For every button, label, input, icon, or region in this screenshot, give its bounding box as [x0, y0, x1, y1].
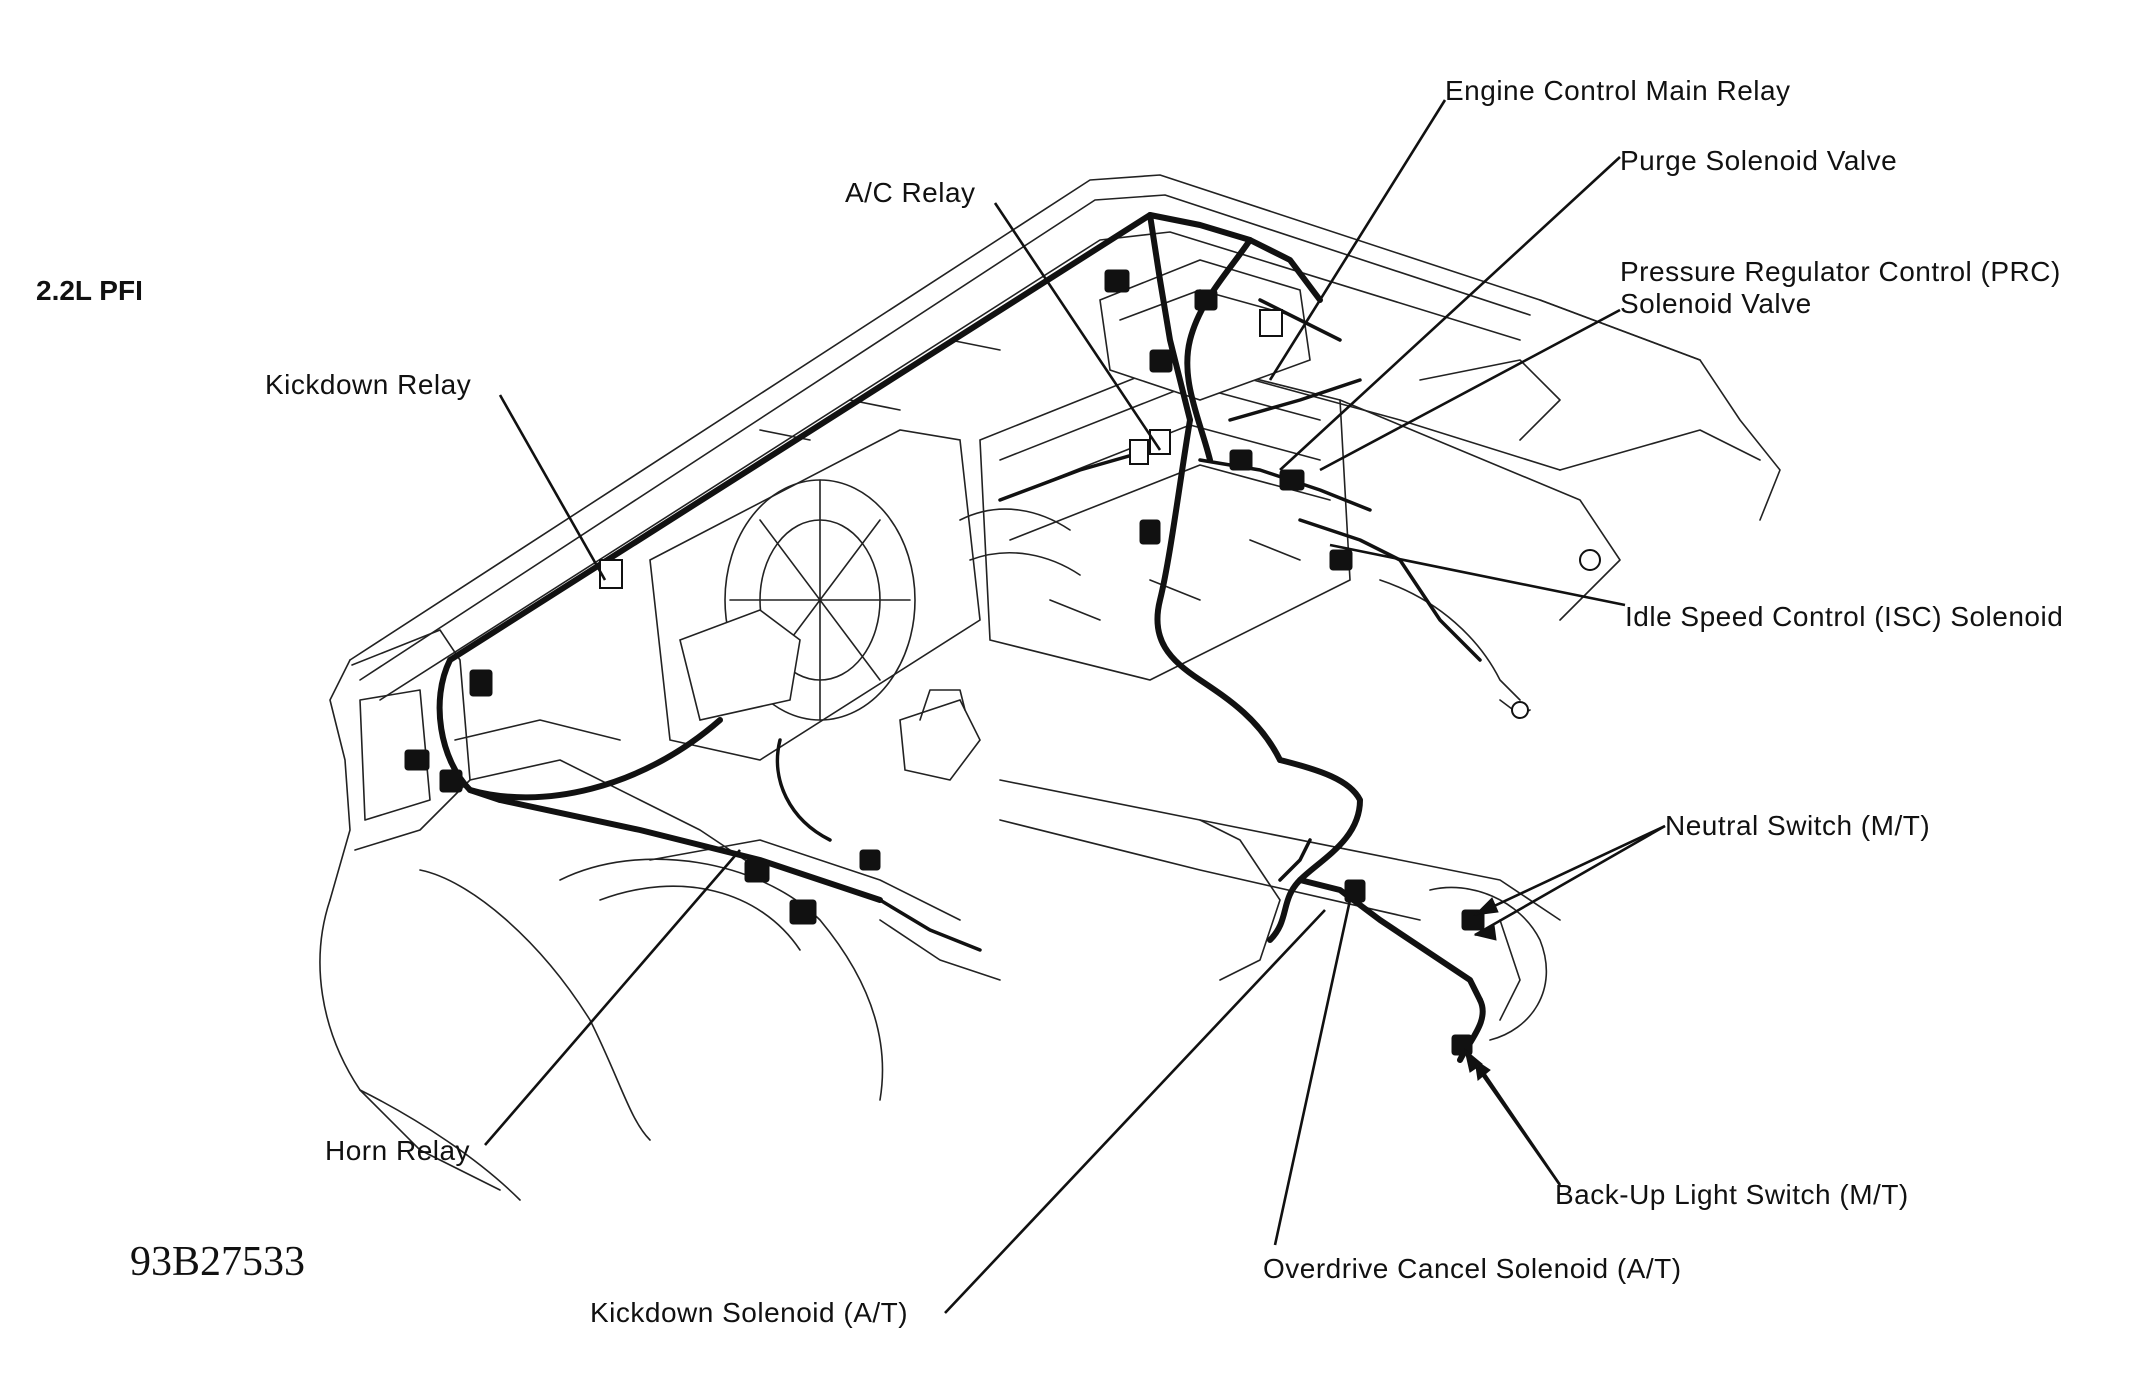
leader-engine-control-main-relay	[1268, 99, 1447, 381]
label-horn-relay: Horn Relay	[325, 1135, 470, 1166]
label-purge-solenoid-valve: Purge Solenoid Valve	[1620, 145, 1897, 176]
vehicle-body-drawing	[319, 174, 1781, 1201]
leader-neutral-switch-a	[1474, 824, 1666, 917]
leader-kickdown-relay	[498, 394, 607, 581]
label-overdrive-cancel-solenoid: Overdrive Cancel Solenoid (A/T)	[1263, 1253, 1682, 1284]
label-neutral-switch: Neutral Switch (M/T)	[1665, 810, 1930, 841]
leader-backup-light-switch-b	[1473, 1059, 1562, 1186]
diagram-title: 2.2L PFI	[36, 275, 143, 306]
label-prc-line2: Solenoid Valve	[1620, 288, 1812, 319]
leader-kickdown-solenoid	[944, 909, 1326, 1314]
leader-horn-relay	[484, 849, 741, 1146]
leader-ac-relay	[993, 202, 1162, 451]
figure-code: 93B27533	[130, 1239, 305, 1285]
label-kickdown-relay: Kickdown Relay	[265, 369, 471, 400]
leader-prc-solenoid-valve	[1319, 308, 1621, 472]
leader-neutral-switch-b	[1474, 824, 1666, 937]
label-ac-relay: A/C Relay	[845, 177, 976, 208]
leader-purge-solenoid-valve	[1279, 156, 1621, 471]
leader-isc-solenoid	[1329, 543, 1626, 607]
callout-leaders	[484, 99, 1666, 1314]
label-kickdown-solenoid: Kickdown Solenoid (A/T)	[590, 1297, 908, 1328]
harness-connectors	[404, 269, 1601, 1056]
leader-overdrive-cancel-solenoid	[1273, 899, 1352, 1246]
label-isc-solenoid: Idle Speed Control (ISC) Solenoid	[1625, 601, 2063, 632]
label-prc-line1: Pressure Regulator Control (PRC)	[1620, 256, 2061, 287]
label-engine-control-main-relay: Engine Control Main Relay	[1445, 75, 1791, 106]
label-backup-light-switch: Back-Up Light Switch (M/T)	[1555, 1179, 1909, 1210]
